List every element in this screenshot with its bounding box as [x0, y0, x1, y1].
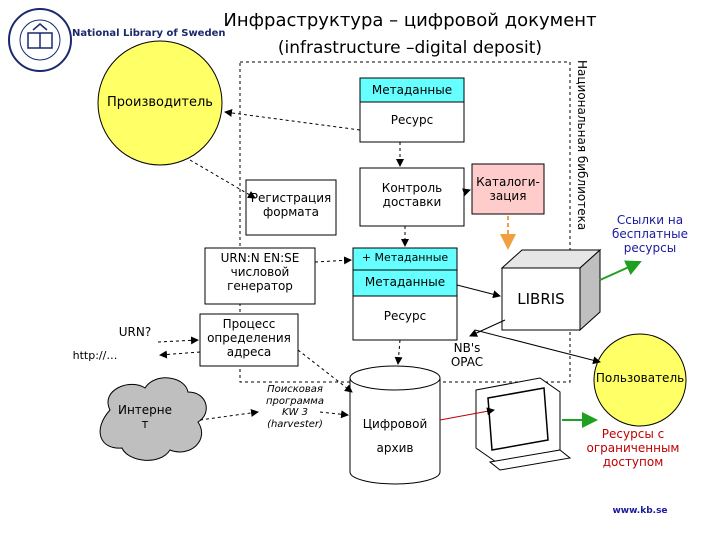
- page-subtitle: (infrastructure –digital deposit): [277, 38, 543, 58]
- search-engine-label: Поисковая программа KW 3 (harvester): [266, 384, 324, 430]
- archive-label-2: архив: [376, 441, 414, 455]
- cataloging-box: [471, 163, 545, 215]
- libris-database-icon: [500, 248, 602, 332]
- computer-monitor-icon: [475, 377, 572, 471]
- opac-label: NB's OPAC: [450, 341, 484, 369]
- internet-cloud-icon: [99, 377, 207, 461]
- user-label: Пользователь: [595, 371, 685, 385]
- internet-label: Интерне т: [117, 403, 173, 431]
- address-process-label: Процесс определения адреса: [207, 317, 291, 359]
- urn-generator-label: URN:N EN:SE числовой генератор: [220, 251, 300, 293]
- producer-circle: [97, 40, 223, 166]
- producer-label: Производитель: [107, 95, 213, 110]
- frame-label: Национальная библиотека: [575, 60, 589, 231]
- archive-label-1: Цифровой: [362, 417, 428, 431]
- address-process-box: [199, 313, 299, 367]
- delivery-control-box: [359, 167, 465, 227]
- plus-metadata-label: + Метаданные: [361, 251, 449, 264]
- resource-top-label: Ресурс: [390, 113, 434, 127]
- national-library-frame: [239, 61, 571, 383]
- digital-archive-cylinder: [349, 365, 441, 485]
- resource-mid-box: [352, 295, 458, 341]
- format-registration-box: [245, 179, 337, 236]
- http-label: http://…: [72, 349, 118, 362]
- delivery-control-label: Контроль доставки: [381, 181, 443, 209]
- restricted-resources-label: Ресурсы с ограниченным доступом: [586, 427, 680, 469]
- logo-name: National Library of Sweden: [72, 28, 226, 39]
- libris-label: LIBRIS: [517, 290, 565, 308]
- page-title: Инфраструктура – цифровой документ: [223, 10, 597, 31]
- metadata-mid-label: Метаданные: [364, 275, 446, 289]
- user-circle: [593, 333, 687, 427]
- resource-top-box: [359, 101, 465, 143]
- resource-mid-label: Ресурс: [383, 309, 427, 323]
- cataloging-label: Каталоги- зация: [476, 175, 540, 203]
- metadata-top-box: [359, 77, 465, 103]
- library-logo-icon: [8, 8, 72, 72]
- format-registration-label: Регистрация формата: [250, 191, 332, 219]
- metadata-top-label: Метаданные: [371, 83, 453, 97]
- urn-generator-box: [204, 247, 316, 305]
- urn-question-label: URN?: [118, 325, 152, 339]
- free-links-label: Ссылки на бесплатные ресурсы: [612, 213, 688, 255]
- website-label: www.kb.se: [612, 506, 668, 516]
- arrow-group: [157, 108, 642, 428]
